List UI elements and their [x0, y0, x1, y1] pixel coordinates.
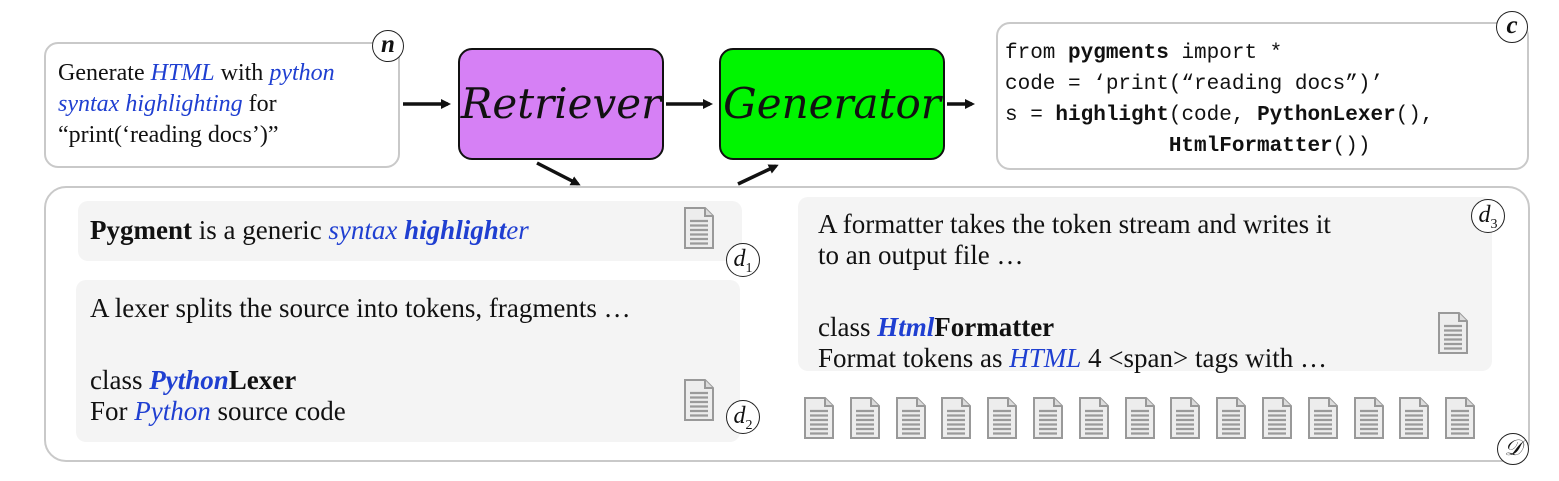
arrow-retriever-to-corpus [536, 161, 581, 186]
doc-text-part: Lexer [228, 365, 297, 395]
doc-highlight: Python [149, 365, 229, 395]
query-text-part: “print(‘reading docs’)” [58, 122, 279, 148]
query-text-part: for [242, 91, 277, 117]
retriever-module: Retriever [458, 48, 664, 160]
doc-highlight: HTML [1009, 343, 1082, 373]
corpus-document-icon [849, 397, 880, 439]
doc-text-part: A formatter takes the token stream and w… [818, 209, 1331, 239]
doc-label-main: d [733, 403, 746, 429]
corpus-document-icon [1445, 397, 1476, 439]
code-token: (code, [1168, 104, 1258, 127]
corpus-document-icon [1262, 397, 1292, 439]
doc-label-sub: 3 [1490, 216, 1498, 232]
query-box [44, 42, 400, 168]
doc-text-part: Pygment [90, 215, 192, 245]
corpus-document-icon [1399, 397, 1430, 439]
doc-text-part: 4 <span> tags with … [1081, 343, 1327, 373]
doc-label-sub: 2 [745, 417, 753, 433]
query-highlight: HTML [150, 60, 215, 86]
corpus-document-icon [804, 397, 834, 439]
code-box [996, 22, 1529, 170]
doc-text-part: source code [210, 396, 346, 426]
query-text: Generate HTML with python syntax highlig… [58, 58, 398, 151]
doc-text-part: class [818, 312, 878, 342]
code-output: from pygments import * code = ‘print(“re… [1005, 38, 1434, 162]
code-token: from [1005, 42, 1069, 65]
code-token: code = ‘print(“reading docs”)’ [1005, 73, 1384, 96]
query-label: n [372, 30, 404, 62]
corpus-document-icon [1307, 397, 1338, 439]
doc-highlight: syntax [328, 215, 405, 245]
corpus-document-icon [1170, 397, 1201, 439]
code-token: (), [1395, 104, 1434, 127]
code-token-bold: PythonLexer [1257, 104, 1396, 127]
code-token: import * [1168, 42, 1283, 65]
document-icon [684, 379, 714, 421]
query-text-part: with [214, 60, 270, 86]
corpus-label: 𝒟 [1497, 433, 1529, 465]
doc-text-part: is a generic [191, 215, 329, 245]
code-token-bold: HtmlFormatter [1168, 135, 1333, 158]
corpus-document-icon [1353, 397, 1384, 439]
document-icon [684, 207, 714, 249]
corpus-document-icon [895, 397, 926, 439]
document-label-d2: d2 [726, 400, 760, 434]
corpus-document-icon [987, 397, 1018, 439]
code-token: ()) [1332, 135, 1371, 158]
doc-label-sub: 1 [745, 260, 753, 276]
corpus-document-icon [1078, 397, 1109, 439]
query-highlight: python [269, 60, 335, 86]
doc-text-part: class [90, 365, 150, 395]
arrow-corpus-to-generator [737, 164, 779, 186]
code-token-bold: highlight [1055, 104, 1169, 127]
doc-text-part: Format tokens as [818, 343, 1010, 373]
document-card-d1 [78, 201, 742, 261]
doc-label-main: d [733, 246, 746, 272]
document-card-d3 [798, 197, 1492, 371]
doc-highlight: Python [134, 396, 211, 426]
doc-text-part: to an output file … [818, 240, 1024, 270]
code-label: c [1496, 11, 1528, 43]
doc-text-part: For [90, 396, 135, 426]
corpus-document-icon [941, 397, 972, 439]
corpus-document-icon [1033, 397, 1063, 439]
doc-label-main: d [1478, 202, 1491, 228]
document-card-d2 [76, 280, 740, 442]
document-d3-text: A formatter takes the token stream and w… [818, 209, 1331, 374]
document-label-d3: d3 [1471, 199, 1505, 233]
code-token-bold: pygments [1068, 42, 1169, 65]
corpus-document-icon [1216, 397, 1247, 439]
doc-text-part: A lexer splits the source into tokens, f… [90, 293, 631, 323]
document-d2-text: A lexer splits the source into tokens, f… [90, 293, 631, 427]
doc-text-part: Formatter [934, 312, 1055, 342]
code-indent [1005, 135, 1169, 158]
doc-highlight: er [506, 215, 529, 245]
query-highlight: syntax highlighting [58, 91, 243, 117]
corpus-document-icon [1124, 397, 1155, 439]
document-icon [1438, 312, 1468, 354]
code-token: s = [1005, 104, 1056, 127]
doc-highlight: highlight [404, 215, 507, 245]
document-d1-text: Pygment is a generic syntax highlighter [90, 215, 529, 246]
generator-module: Generator [719, 48, 945, 160]
doc-highlight: Html [877, 312, 935, 342]
query-text-part: Generate [58, 60, 151, 86]
document-label-d1: d1 [726, 243, 760, 277]
